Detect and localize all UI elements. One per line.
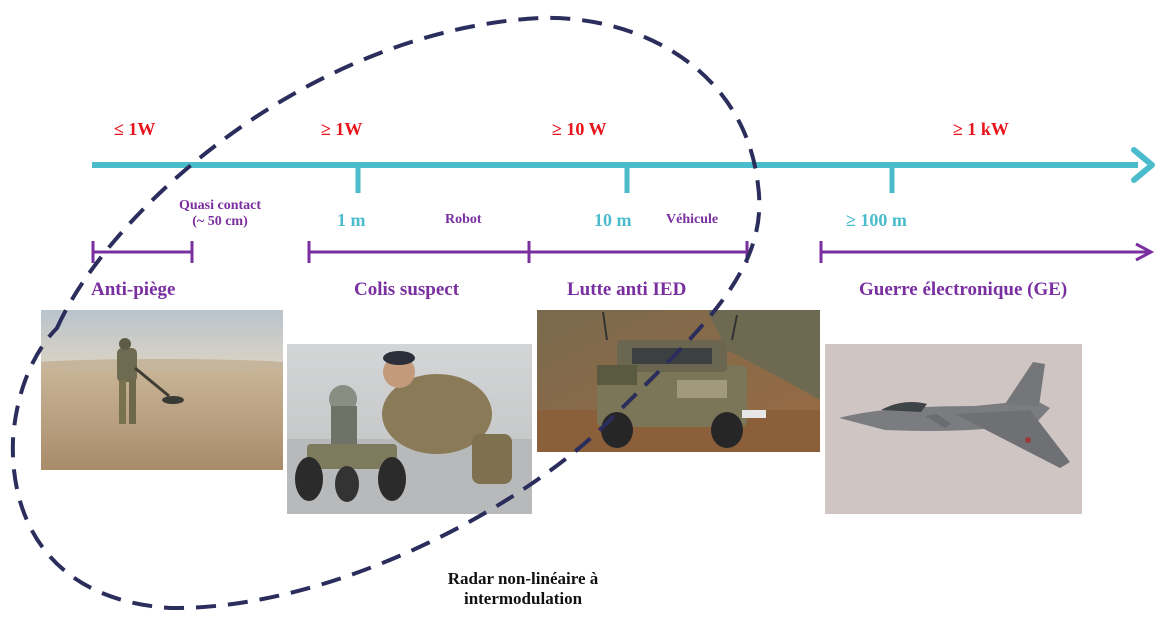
note-robot: Robot <box>445 212 482 227</box>
category-lutte-anti-ied: Lutte anti IED <box>567 279 687 300</box>
category-anti-piege: Anti-piège <box>91 279 176 300</box>
power-label-ge-1kw: ≥ 1 kW <box>953 119 1009 139</box>
range-guerre-electronique <box>819 241 1155 263</box>
distance-label-1m: 1 m <box>337 210 366 230</box>
photo-robot-soldier <box>287 344 532 514</box>
note-quasi-contact-line1: Quasi contact <box>178 198 262 213</box>
caption-line2: intermodulation <box>463 588 583 608</box>
category-colis-suspect: Colis suspect <box>354 279 460 300</box>
note-quasi-contact: Quasi contact (~ 50 cm) <box>163 198 277 230</box>
power-label-le-1w: ≤ 1W <box>114 119 156 139</box>
power-label-ge-10w: ≥ 10 W <box>552 119 607 139</box>
photo-soldier-mine-detector <box>41 310 283 470</box>
range-anti-piege <box>91 241 194 263</box>
power-axis-arrowhead <box>1131 147 1155 183</box>
distance-label-10m: 10 m <box>594 210 632 230</box>
range-colis-suspect-lutte-ied <box>307 241 749 263</box>
caption-line1: Radar non-linéaire à <box>447 569 599 588</box>
caption-nonlinear-radar: Radar non-linéaire à intermodulation <box>398 569 648 608</box>
note-quasi-contact-line2: (~ 50 cm) <box>192 214 248 230</box>
power-label-ge-1w: ≥ 1W <box>321 119 363 139</box>
photo-fighter-jet <box>825 344 1082 514</box>
photo-military-vehicle <box>537 310 820 452</box>
category-guerre-electronique: Guerre électronique (GE) <box>859 279 1068 300</box>
nonlinear-radar-boundary <box>10 15 762 611</box>
note-vehicule: Véhicule <box>666 212 719 227</box>
distance-label-100m: ≥ 100 m <box>846 210 907 230</box>
